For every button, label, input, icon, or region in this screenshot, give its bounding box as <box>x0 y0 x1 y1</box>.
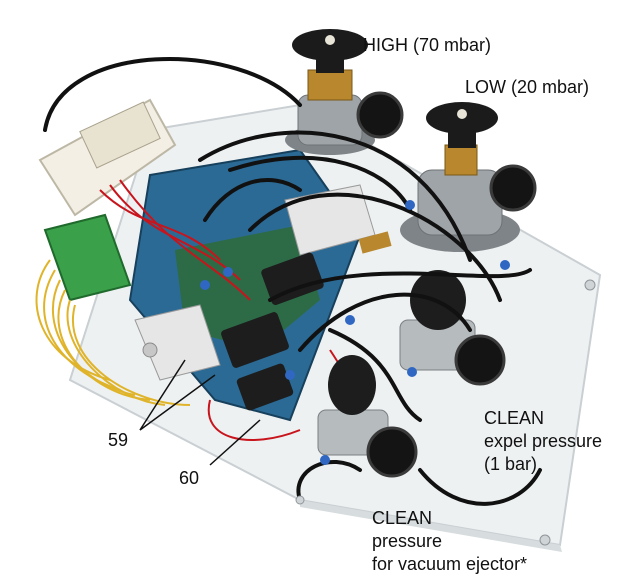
low-pressure-regulator <box>400 102 537 252</box>
callout-59-line-b <box>139 374 216 431</box>
callout-60-label: 60 <box>179 468 200 488</box>
relay-stack <box>79 101 161 169</box>
clean-vacuum-line-3: for vacuum ejector* <box>372 554 528 574</box>
callout-59-label: 59 <box>108 430 129 450</box>
clean-vacuum-gauge <box>366 426 418 478</box>
mounting-screws <box>295 279 596 546</box>
manifold-block <box>284 184 392 256</box>
low-regulator-label: LOW (20 mbar) <box>465 77 590 97</box>
yellow-wire-bundle <box>35 259 191 406</box>
clean-expel-line-1: CLEAN <box>484 408 545 428</box>
clean-vacuum-line-1: CLEAN <box>372 508 433 528</box>
red-wire-bundle <box>99 179 352 441</box>
high-regulator-label: HIGH (70 mbar) <box>363 35 492 55</box>
terminal-block <box>43 213 132 302</box>
callout-lines <box>139 359 261 466</box>
clean-vacuum-regulator <box>317 355 418 478</box>
clean-expel-gauge <box>454 334 506 386</box>
solenoid-valves <box>221 252 324 411</box>
callout-59-line-a <box>139 359 186 431</box>
clean-expel-line-3: (1 bar) <box>484 454 538 474</box>
blue-fittings <box>200 200 510 465</box>
clean-vacuum-line-2: pressure <box>372 531 443 551</box>
clean-expel-line-2: expel pressure <box>484 431 603 451</box>
callout-60-line <box>209 419 261 466</box>
high-regulator-gauge <box>356 91 404 139</box>
acrylic-plate-edge <box>300 500 562 552</box>
sensor-housing-59 <box>134 304 221 381</box>
low-regulator-gauge <box>489 164 537 212</box>
pneumatic-tubing <box>43 57 542 506</box>
green-pcb <box>175 225 320 350</box>
